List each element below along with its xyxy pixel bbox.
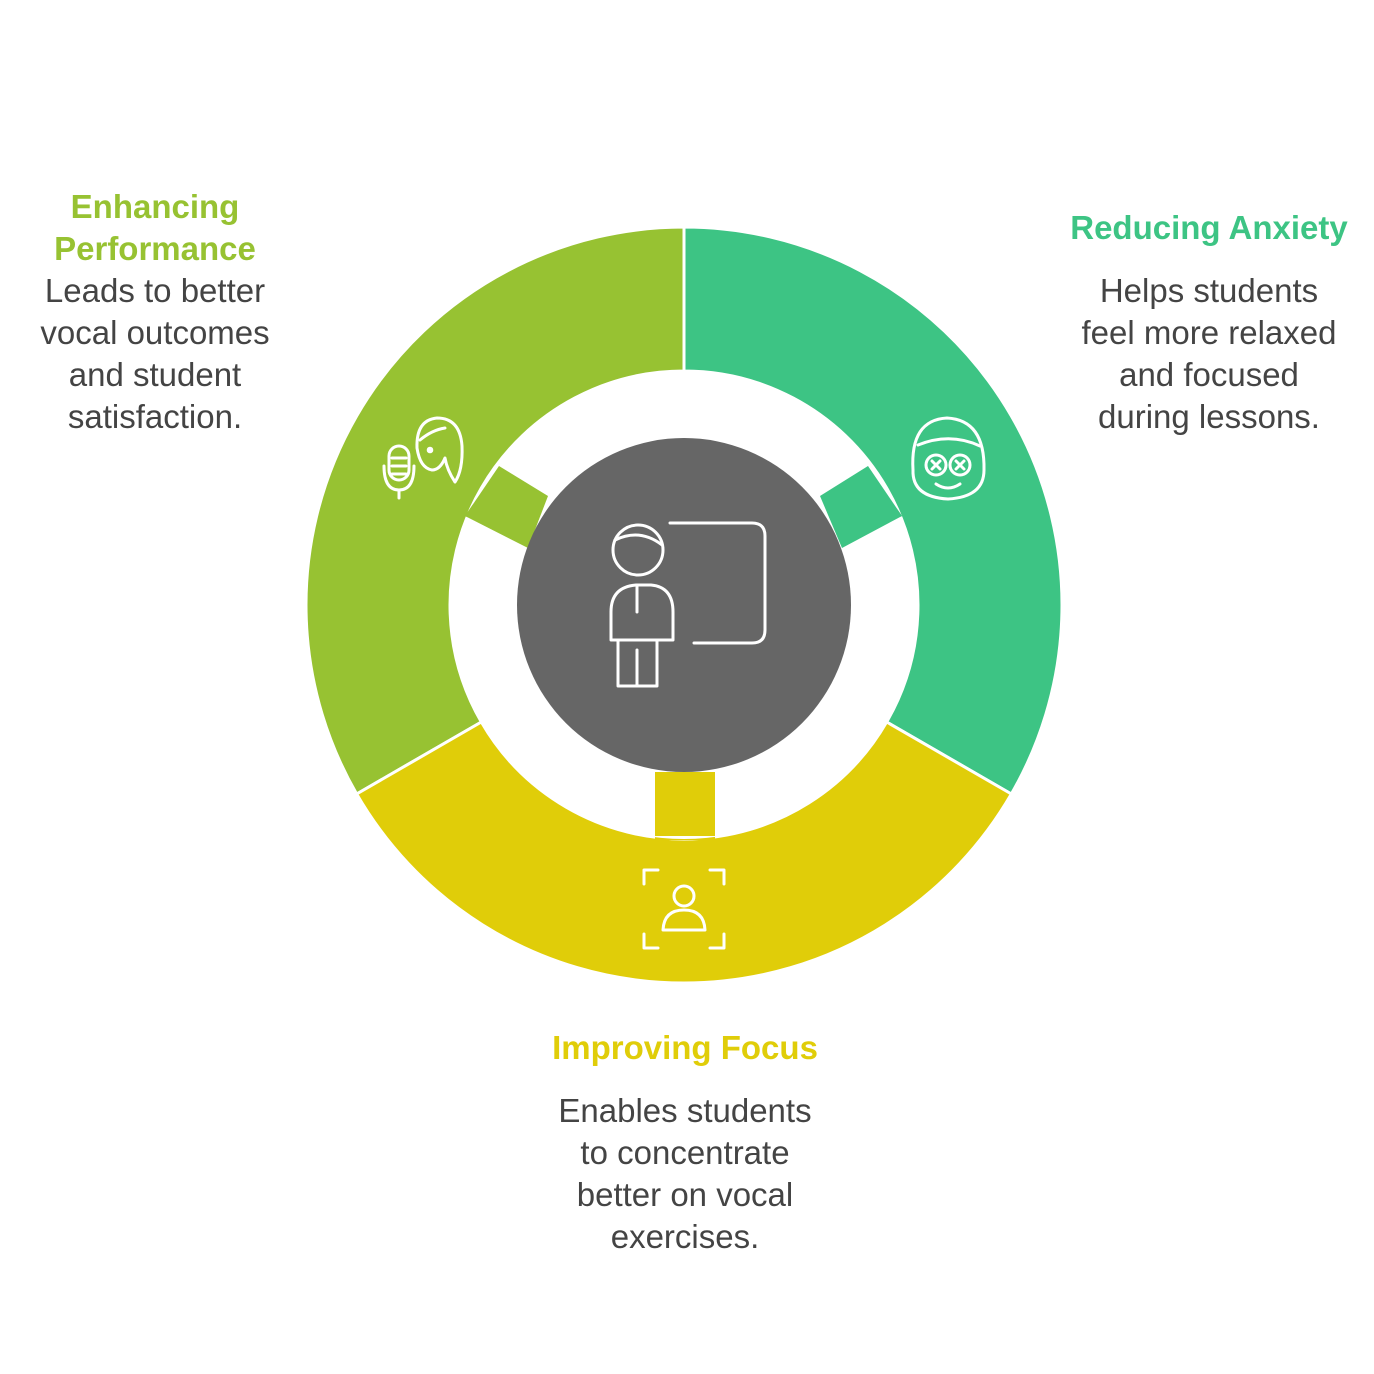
- title-improving-focus: Improving Focus: [520, 1027, 850, 1069]
- title-line: Improving Focus: [552, 1029, 818, 1066]
- title-line: Reducing Anxiety: [1070, 209, 1348, 246]
- center-circle: [517, 438, 851, 772]
- title-enhancing-performance: Enhancing Performance: [10, 186, 300, 270]
- title-reducing-anxiety: Reducing Anxiety: [1054, 207, 1364, 249]
- label-reducing-anxiety: Reducing Anxiety Helps students feel mor…: [1054, 207, 1364, 438]
- description-line: Leads to better: [44, 272, 266, 309]
- description-reducing-anxiety: Helps students feel more relaxed and foc…: [1054, 270, 1364, 438]
- description-line: satisfaction.: [67, 398, 243, 435]
- teacher-whiteboard-icon: [609, 521, 767, 688]
- label-improving-focus: Improving Focus Enables students to conc…: [520, 1027, 850, 1258]
- description-line: Helps students: [1099, 272, 1319, 309]
- label-enhancing-performance: Enhancing Performance Leads to better vo…: [10, 186, 300, 438]
- description-line: better on vocal: [576, 1176, 794, 1213]
- connector-anxiety-inner: [820, 466, 902, 548]
- description-line: and student: [68, 356, 242, 393]
- title-line: Enhancing: [70, 188, 240, 225]
- title-line: Performance: [54, 230, 256, 267]
- description-line: and focused: [1119, 356, 1299, 393]
- description-line: vocal outcomes: [40, 314, 270, 351]
- connector-focus-inner: [655, 772, 715, 836]
- description-line: Enables students: [558, 1092, 812, 1129]
- connector-performance-inner: [465, 466, 548, 548]
- description-improving-focus: Enables students to concentrate better o…: [520, 1090, 850, 1258]
- focus-person-icon: [642, 868, 726, 950]
- description-line: to concentrate: [580, 1134, 790, 1171]
- description-line: feel more relaxed: [1081, 314, 1337, 351]
- description-line: exercises.: [610, 1218, 760, 1255]
- singer-microphone-icon: [382, 416, 464, 500]
- description-line: during lessons.: [1098, 398, 1320, 435]
- description-enhancing-performance: Leads to better vocal outcomes and stude…: [10, 270, 300, 438]
- face-mask-relax-icon: [911, 416, 986, 501]
